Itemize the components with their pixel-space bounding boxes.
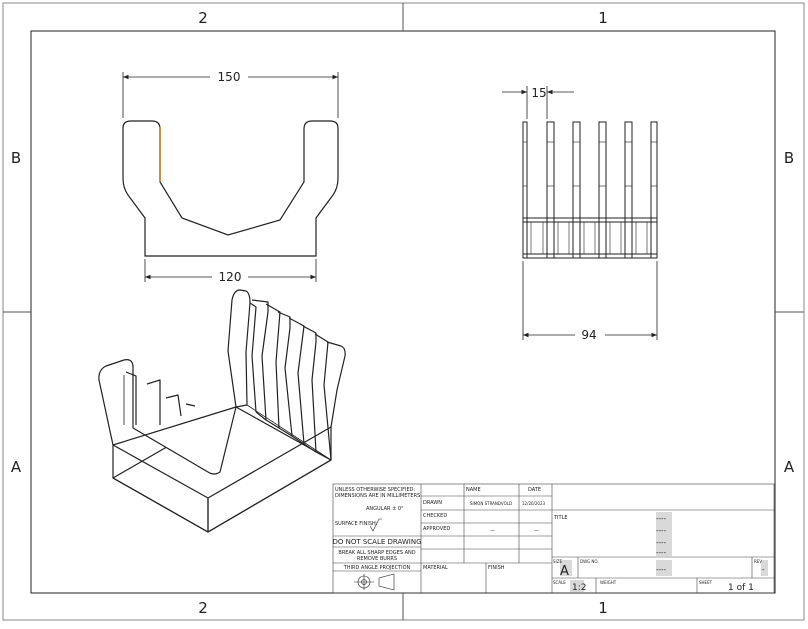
side-view [522, 121, 658, 259]
row-approved: APPROVED [423, 526, 450, 532]
dwg-no-label: DWG NO. [580, 559, 599, 564]
side-fins [522, 121, 658, 258]
zone-left-a: A [11, 458, 22, 476]
zone-right-a: A [784, 458, 795, 476]
row-checked: CHECKED [423, 513, 447, 519]
col-date: DATE [528, 487, 541, 493]
side-dimensions [502, 86, 658, 340]
dwg-no-value: ---- [656, 566, 667, 574]
rev-label: REV [754, 559, 762, 564]
row-drawn: DRAWN [423, 500, 442, 506]
size-value: A [560, 564, 569, 579]
isometric-view [98, 289, 346, 533]
zone-bottom-2: 2 [198, 599, 208, 617]
title-line-2: ---- [656, 527, 667, 535]
third-angle-projection-symbol [354, 573, 395, 591]
title-line-4: ---- [656, 549, 667, 557]
approved-name: — [490, 528, 495, 534]
note-break-edges-1: BREAK ALL SHARP EDGES AND [338, 550, 415, 556]
dim-150: 150 [218, 70, 241, 84]
note-surface-finish: SURFACE FINISH: [335, 521, 378, 527]
note-angular: ANGULAR ± 0° [366, 506, 404, 512]
col-name: NAME [466, 487, 481, 493]
title-block-text: UNLESS OTHERWISE SPECIFIED: DIMENSIONS A… [332, 487, 765, 593]
title-line-3: ---- [656, 539, 667, 547]
front-dimensions [122, 72, 339, 282]
dim-94: 94 [581, 328, 596, 342]
title-block [332, 483, 775, 594]
rev-value: - [762, 566, 765, 574]
material-label: MATERIAL [423, 565, 448, 571]
weight-label: WEIGHT [600, 580, 617, 585]
title-label: TITLE [553, 515, 568, 521]
note-unless-1: UNLESS OTHERWISE SPECIFIED: [335, 487, 415, 493]
surface-finish-symbol [369, 518, 382, 532]
approved-date: — [534, 528, 539, 534]
note-break-edges-2: REMOVE BURRS [357, 556, 397, 562]
zone-right-b: B [784, 149, 794, 167]
note-unless-2: DIMENSIONS ARE IN MILLIMETERS [335, 493, 420, 499]
dim-15: 15 [531, 86, 546, 100]
note-do-not-scale: DO NOT SCALE DRAWING [332, 538, 421, 546]
drawn-date: 12/20/2023 [522, 501, 546, 506]
zone-top-2: 2 [198, 9, 208, 27]
scale-label: SCALE [553, 580, 566, 585]
finish-label: FINISH [488, 565, 505, 571]
zone-labels: 2 1 2 1 B A B A [11, 9, 795, 617]
scale-value: 1:2 [572, 583, 586, 593]
front-view [122, 120, 339, 257]
drawn-name: SIMON STRANDVOLD [470, 501, 512, 506]
sheet-label: SHEET [699, 580, 713, 585]
zone-top-1: 1 [598, 9, 608, 27]
note-third-angle: THIRD ANGLE PROJECTION [343, 565, 411, 571]
zone-bottom-1: 1 [598, 599, 608, 617]
dim-120: 120 [219, 270, 242, 284]
size-label: SIZE [553, 559, 562, 564]
sheet-value: 1 of 1 [728, 583, 754, 593]
title-line-1: ---- [656, 515, 667, 523]
zone-left-b: B [11, 149, 21, 167]
title-block-fields [560, 512, 768, 592]
